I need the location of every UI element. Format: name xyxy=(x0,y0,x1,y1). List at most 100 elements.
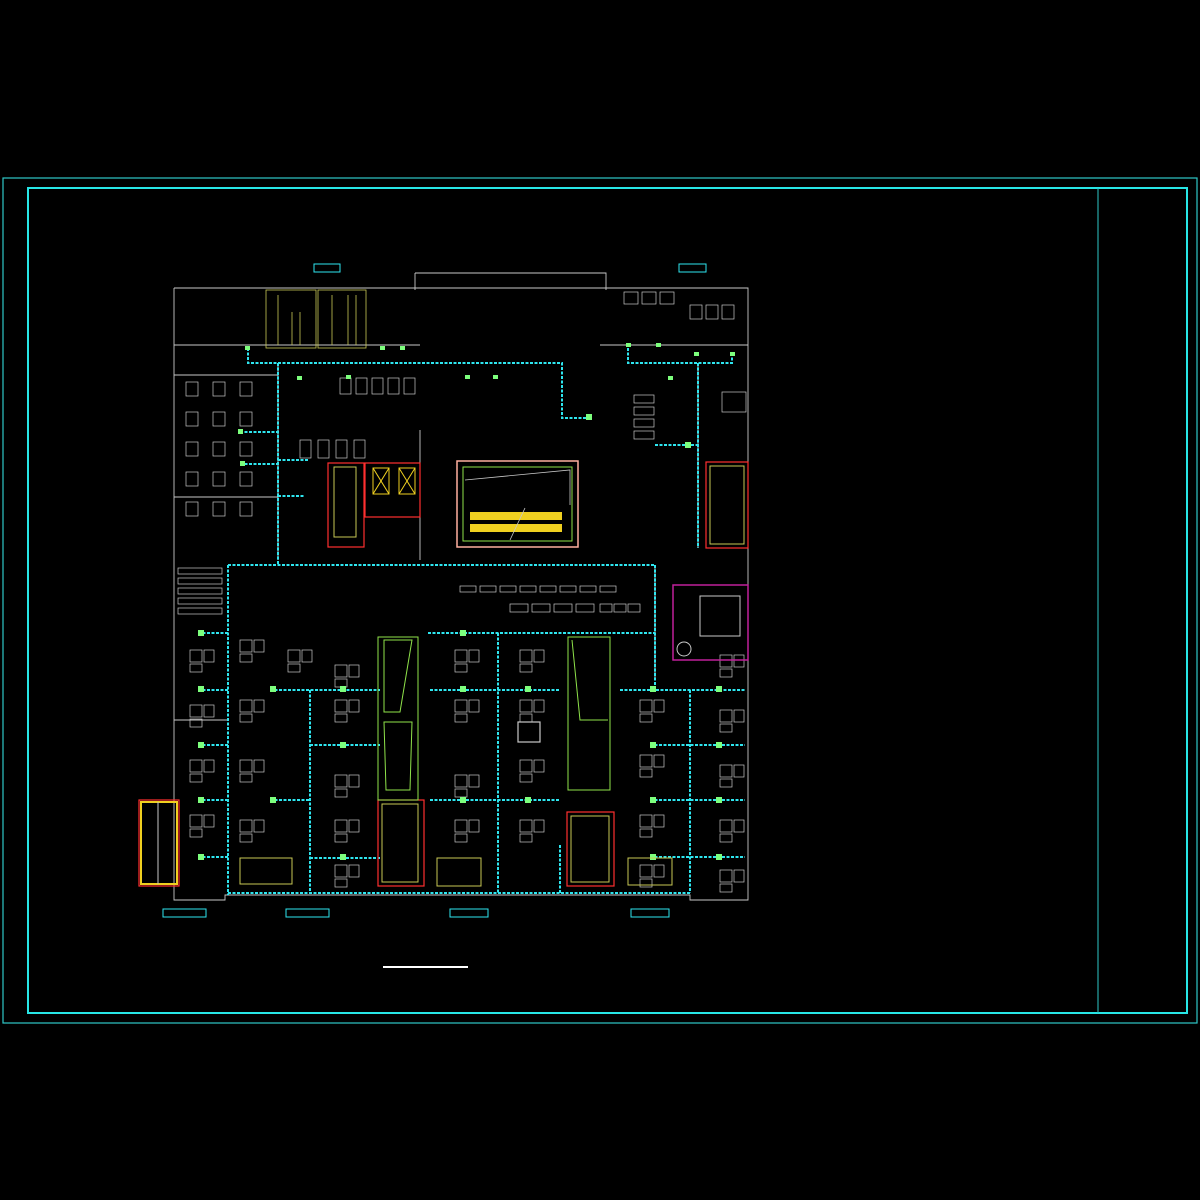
furniture-piece xyxy=(733,654,745,668)
furniture-piece xyxy=(239,759,253,773)
furniture-piece xyxy=(468,649,480,663)
furniture-piece xyxy=(733,869,745,883)
equipment-room xyxy=(672,584,749,661)
furniture-piece xyxy=(639,699,653,713)
furniture-piece xyxy=(287,649,301,663)
furniture-piece xyxy=(454,774,468,788)
furniture-piece xyxy=(653,754,665,768)
duct-network xyxy=(198,348,745,895)
furniture-piece xyxy=(189,773,203,783)
furniture-piece xyxy=(239,653,253,663)
furniture-piece xyxy=(239,713,253,723)
furniture-piece xyxy=(212,471,226,487)
furniture-piece xyxy=(639,814,653,828)
furniture-piece xyxy=(239,639,253,653)
furniture-piece xyxy=(239,441,253,457)
furniture-piece xyxy=(189,649,203,663)
furniture-piece xyxy=(559,585,577,593)
furniture-piece xyxy=(499,585,517,593)
furniture-piece xyxy=(334,713,348,723)
furniture-piece xyxy=(721,391,747,413)
furniture-piece xyxy=(185,501,199,517)
furniture-piece xyxy=(719,654,733,668)
furniture-piece xyxy=(454,649,468,663)
furniture-piece xyxy=(334,819,348,833)
furniture-piece xyxy=(177,577,223,585)
sheet-inner-border xyxy=(27,187,1188,1014)
furniture-piece xyxy=(403,377,416,395)
sheet-outer-border xyxy=(2,177,1198,1024)
furniture-piece xyxy=(287,663,301,673)
furniture-piece xyxy=(533,759,545,773)
furniture-piece xyxy=(454,788,468,798)
furniture-piece xyxy=(334,788,348,798)
furniture-piece xyxy=(719,723,733,733)
furniture-piece xyxy=(301,649,313,663)
furniture-piece xyxy=(519,585,537,593)
furniture-piece xyxy=(253,639,265,653)
furniture-piece xyxy=(579,585,597,593)
furniture-piece xyxy=(334,864,348,878)
furniture-piece xyxy=(633,430,655,440)
furniture-piece xyxy=(533,649,545,663)
furniture-piece xyxy=(177,607,223,615)
furniture-piece xyxy=(633,394,655,404)
furniture-piece xyxy=(519,773,533,783)
furniture-piece xyxy=(653,699,665,713)
shelving-area xyxy=(265,289,367,349)
furniture-piece xyxy=(459,585,477,593)
furniture-piece xyxy=(253,759,265,773)
furniture-piece xyxy=(239,381,253,397)
furniture-piece xyxy=(387,377,400,395)
furniture-piece xyxy=(189,663,203,673)
furniture-piece xyxy=(633,418,655,428)
furniture-piece xyxy=(348,864,360,878)
furniture-piece xyxy=(189,704,203,718)
core-elements xyxy=(138,461,749,887)
furniture-piece xyxy=(348,664,360,678)
furniture-piece xyxy=(623,291,639,305)
furniture-piece xyxy=(531,603,551,613)
furniture-piece xyxy=(468,699,480,713)
furniture-piece xyxy=(334,774,348,788)
furniture-piece xyxy=(639,864,653,878)
furniture-piece xyxy=(239,501,253,517)
furniture-piece xyxy=(454,833,468,843)
furniture-piece xyxy=(212,441,226,457)
column-box xyxy=(517,721,541,743)
furniture-piece xyxy=(519,713,533,723)
furniture-piece xyxy=(177,587,223,595)
furniture-piece xyxy=(348,699,360,713)
furniture-piece xyxy=(334,699,348,713)
furniture-piece xyxy=(639,878,653,888)
furniture-piece xyxy=(203,759,215,773)
furniture-piece xyxy=(519,699,533,713)
furniture-piece xyxy=(185,471,199,487)
furniture-piece xyxy=(509,603,529,613)
furniture-piece xyxy=(212,381,226,397)
furniture-piece xyxy=(721,304,735,320)
furniture-piece xyxy=(733,709,745,723)
furniture-piece xyxy=(239,773,253,783)
furniture-piece xyxy=(239,471,253,487)
boxed-rooms xyxy=(239,857,673,887)
furniture-piece xyxy=(212,501,226,517)
furniture-piece xyxy=(189,828,203,838)
building-outline xyxy=(173,272,749,901)
furniture-piece xyxy=(599,585,617,593)
furniture-piece xyxy=(355,377,368,395)
furniture-piece xyxy=(239,699,253,713)
furniture-piece xyxy=(203,814,215,828)
furniture-piece xyxy=(719,883,733,893)
furniture-piece xyxy=(299,439,312,459)
furniture-piece xyxy=(719,833,733,843)
furniture-piece xyxy=(639,828,653,838)
furniture-piece xyxy=(189,814,203,828)
furniture-piece xyxy=(599,603,613,613)
escalator-atrium xyxy=(456,460,579,548)
furniture-piece xyxy=(239,411,253,427)
furniture-piece xyxy=(479,585,497,593)
furniture-piece xyxy=(177,567,223,575)
furniture-layer xyxy=(177,291,747,893)
furniture-piece xyxy=(189,718,203,728)
